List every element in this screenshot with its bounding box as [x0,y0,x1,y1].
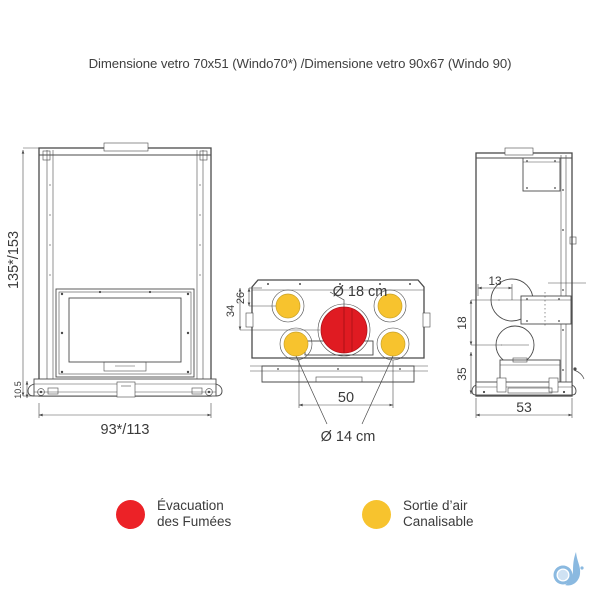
flue-diameter-text: Ø 18 cm [333,284,388,300]
dim-side-18: 18 [455,299,502,346]
air-diameter-label: Ø 14 cm [295,355,394,445]
dim-side-53-text: 53 [516,399,532,415]
dim-front-height: 135*/153 [6,147,66,397]
air-outlet-ports [271,289,410,361]
dim-side-13: 13 [477,274,513,300]
flue-color-swatch [116,499,145,529]
dim-top-26-text: 26 [235,292,247,304]
dim-side-53: 53 [475,398,573,418]
front-elevation-view: 135*/153 10.5 93*/113 [6,142,223,438]
legend-air-line1: Sortie d’air [403,498,468,513]
dim-top-50: 50 [298,360,394,408]
air-diameter-text: Ø 14 cm [321,429,376,445]
flame-droplet-logo [553,552,584,586]
flue-diameter-label: Ø 18 cm [329,284,388,307]
legend-item-air: Sortie d’air Canalisable [362,498,474,530]
page-title: Dimensione vetro 70x51 (Windo70*) /Dimen… [88,56,512,71]
dim-front-width-text: 93*/113 [101,422,150,438]
dim-top-34: 34 [225,287,320,331]
dim-front-height-text: 135*/153 [6,231,22,289]
legend: Évacuation des Fumées Sortie d’air Canal… [0,498,600,558]
air-color-swatch [362,499,391,529]
dim-front-foot-text: 10.5 [13,381,23,399]
flue-port [317,303,371,357]
legend-air-line2: Canalisable [403,514,474,529]
legend-flue-line1: Évacuation [157,498,224,513]
dim-side-18-text: 18 [455,316,469,330]
legend-air-text: Sortie d’air Canalisable [403,498,474,530]
dim-front-foot: 10.5 [13,380,29,399]
legend-flue-text: Évacuation des Fumées [157,498,231,530]
dim-side-13-text: 13 [488,274,502,288]
dim-side-35: 35 [455,351,473,395]
top-plan-view: Ø 18 cm Ø 14 cm 26 34 [225,279,431,445]
legend-item-flue: Évacuation des Fumées [116,498,231,530]
dim-front-width: 93*/113 [38,403,212,438]
dim-top-50-text: 50 [338,390,354,406]
legend-flue-line2: des Fumées [157,514,232,529]
dim-side-35-text: 35 [455,367,469,381]
side-section-view: 13 18 35 53 [455,147,586,418]
dim-top-34-text: 34 [225,305,237,317]
